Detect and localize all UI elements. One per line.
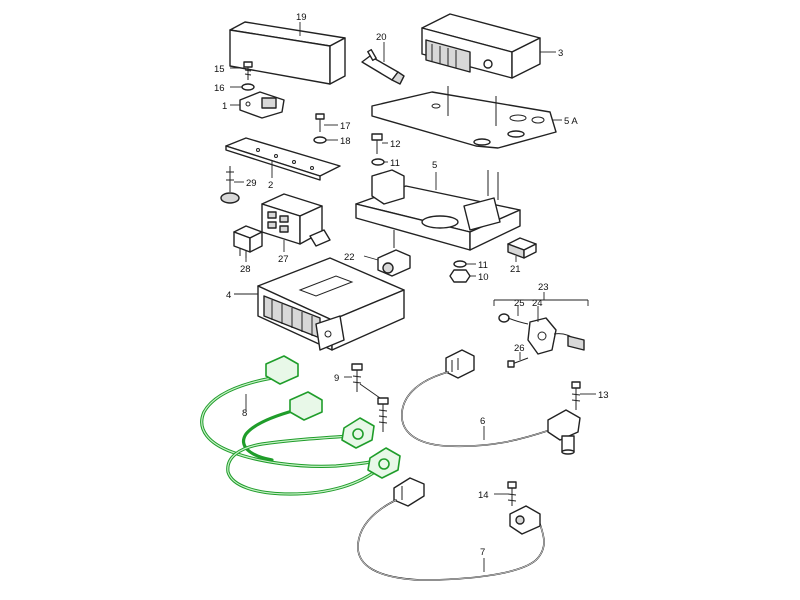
callout-19: 19 <box>296 12 307 23</box>
callout-3: 3 <box>558 48 563 59</box>
callout-11b: 11 <box>478 260 488 271</box>
part-28-relay <box>233 225 263 258</box>
callout-12: 12 <box>390 139 401 150</box>
callout-20: 20 <box>376 32 387 43</box>
callout-25: 25 <box>514 298 525 309</box>
callout-2: 2 <box>268 180 273 191</box>
part-4-control-unit <box>257 257 405 351</box>
part-29-sensor <box>220 166 240 204</box>
part-5-bracket <box>355 169 521 251</box>
part-23-bracket-group <box>493 299 589 306</box>
callout-18: 18 <box>340 136 351 147</box>
callout-22: 22 <box>344 252 355 263</box>
callout-11a: 11 <box>390 158 400 169</box>
part-7-reference-sensor-cable <box>357 477 545 581</box>
callout-16: 16 <box>214 83 225 94</box>
part-8-sensor-harness[interactable] <box>200 355 401 496</box>
callout-10: 10 <box>478 272 489 283</box>
callout-7: 7 <box>480 547 485 558</box>
part-11a-washer <box>371 158 385 166</box>
callout-14: 14 <box>478 490 489 501</box>
callout-9: 9 <box>334 373 339 384</box>
callout-5: 5 <box>432 160 437 171</box>
part-21-connector <box>507 237 537 259</box>
part-19-cover <box>229 21 346 85</box>
callout-13: 13 <box>598 390 609 401</box>
part-15-screw <box>243 61 253 80</box>
callout-28: 28 <box>240 264 251 275</box>
callout-26: 26 <box>514 343 525 354</box>
part-13-bolt <box>571 381 581 410</box>
callout-5a: 5 A <box>564 116 578 127</box>
part-22-sensor <box>377 249 411 277</box>
part-1-bracket <box>239 91 285 119</box>
part-3-control-unit <box>421 13 541 79</box>
callout-1: 1 <box>222 101 227 112</box>
callout-17: 17 <box>340 121 351 132</box>
part-5a-mounting-plate <box>371 86 557 149</box>
part-12-bolt <box>371 133 383 154</box>
part-14-bolt <box>507 481 517 506</box>
part-20-grease-tube <box>361 48 405 85</box>
callout-15: 15 <box>214 64 225 75</box>
part-17-screw <box>315 113 325 132</box>
part-25-clamp <box>498 313 529 325</box>
callout-21: 21 <box>510 264 521 275</box>
part-27-relay-box <box>261 193 331 247</box>
part-9-screws <box>351 363 389 432</box>
part-18-washer <box>313 136 327 144</box>
callout-8: 8 <box>242 408 247 419</box>
callout-6: 6 <box>480 416 485 427</box>
callout-29: 29 <box>246 178 257 189</box>
callout-23: 23 <box>538 282 549 293</box>
callout-27: 27 <box>278 254 289 265</box>
part-10-nut <box>449 269 471 283</box>
callout-4: 4 <box>226 290 231 301</box>
callout-24: 24 <box>532 298 543 309</box>
part-2-plate <box>225 137 341 181</box>
part-16-washer <box>241 83 255 91</box>
part-11b-washer <box>453 260 467 268</box>
part-24-sensor-bracket <box>527 317 585 355</box>
part-26-screw <box>507 357 529 368</box>
part-6-speed-sensor-cable <box>401 349 581 455</box>
